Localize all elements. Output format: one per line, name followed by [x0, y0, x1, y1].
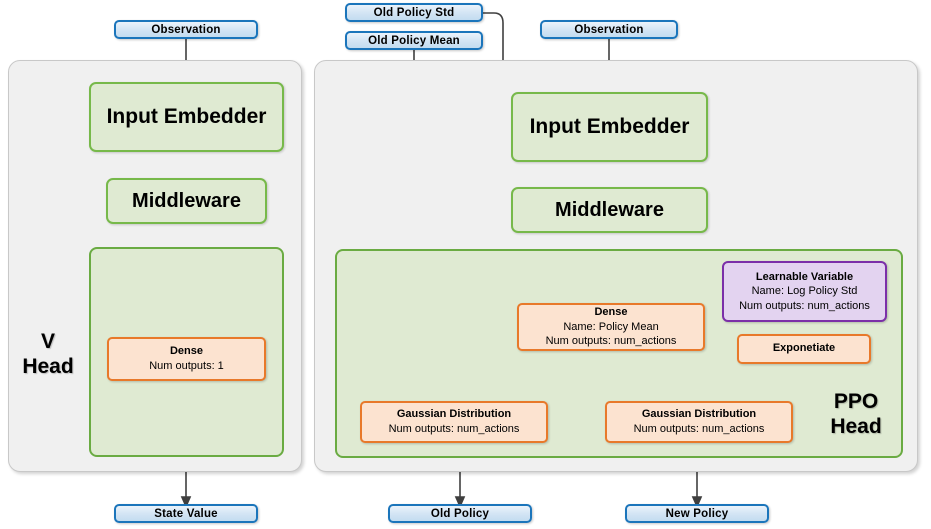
- ppo-head-label: PPO Head: [830, 390, 882, 438]
- v-dense-block[interactable]: Dense Num outputs: 1: [107, 337, 266, 381]
- gaussian-new-title: Gaussian Distribution: [641, 407, 757, 420]
- output-state-value[interactable]: State Value: [114, 504, 258, 523]
- ppo-dense-policy-mean[interactable]: Dense Name: Policy Mean Num outputs: num…: [517, 303, 705, 351]
- v-middleware[interactable]: Middleware: [106, 178, 267, 224]
- ppo-input-embedder[interactable]: Input Embedder: [511, 92, 708, 162]
- ppo-learnable-variable[interactable]: Learnable Variable Name: Log Policy Std …: [722, 261, 887, 322]
- ppo-dense-num-outputs: Num outputs: num_actions: [545, 334, 677, 347]
- input-old-policy-std[interactable]: Old Policy Std: [345, 3, 483, 22]
- gaussian-old-title: Gaussian Distribution: [396, 407, 512, 420]
- v-dense-num-outputs: Num outputs: 1: [149, 359, 224, 372]
- v-dense-title: Dense: [169, 344, 204, 357]
- ppo-dense-name: Name: Policy Mean: [563, 320, 659, 333]
- ppo-exponetiate[interactable]: Exponetiate: [737, 334, 871, 364]
- input-observation-ppo[interactable]: Observation: [540, 20, 678, 39]
- ppo-middleware[interactable]: Middleware: [511, 187, 708, 233]
- gaussian-old-num-outputs: Num outputs: num_actions: [388, 422, 520, 435]
- ppo-gaussian-distribution-old[interactable]: Gaussian Distribution Num outputs: num_a…: [360, 401, 548, 443]
- learnable-variable-name: Name: Log Policy Std: [751, 284, 858, 297]
- ppo-gaussian-distribution-new[interactable]: Gaussian Distribution Num outputs: num_a…: [605, 401, 793, 443]
- v-input-embedder[interactable]: Input Embedder: [89, 82, 284, 152]
- v-head-label: V Head: [22, 330, 74, 378]
- input-old-policy-mean[interactable]: Old Policy Mean: [345, 31, 483, 50]
- ppo-dense-title: Dense: [594, 305, 628, 318]
- gaussian-new-num-outputs: Num outputs: num_actions: [633, 422, 765, 435]
- output-old-policy[interactable]: Old Policy: [388, 504, 532, 523]
- learnable-variable-num-outputs: Num outputs: num_actions: [739, 299, 870, 312]
- input-observation-v[interactable]: Observation: [114, 20, 258, 39]
- output-new-policy[interactable]: New Policy: [625, 504, 769, 523]
- exponetiate-title: Exponetiate: [772, 342, 836, 355]
- learnable-variable-title: Learnable Variable: [755, 270, 854, 283]
